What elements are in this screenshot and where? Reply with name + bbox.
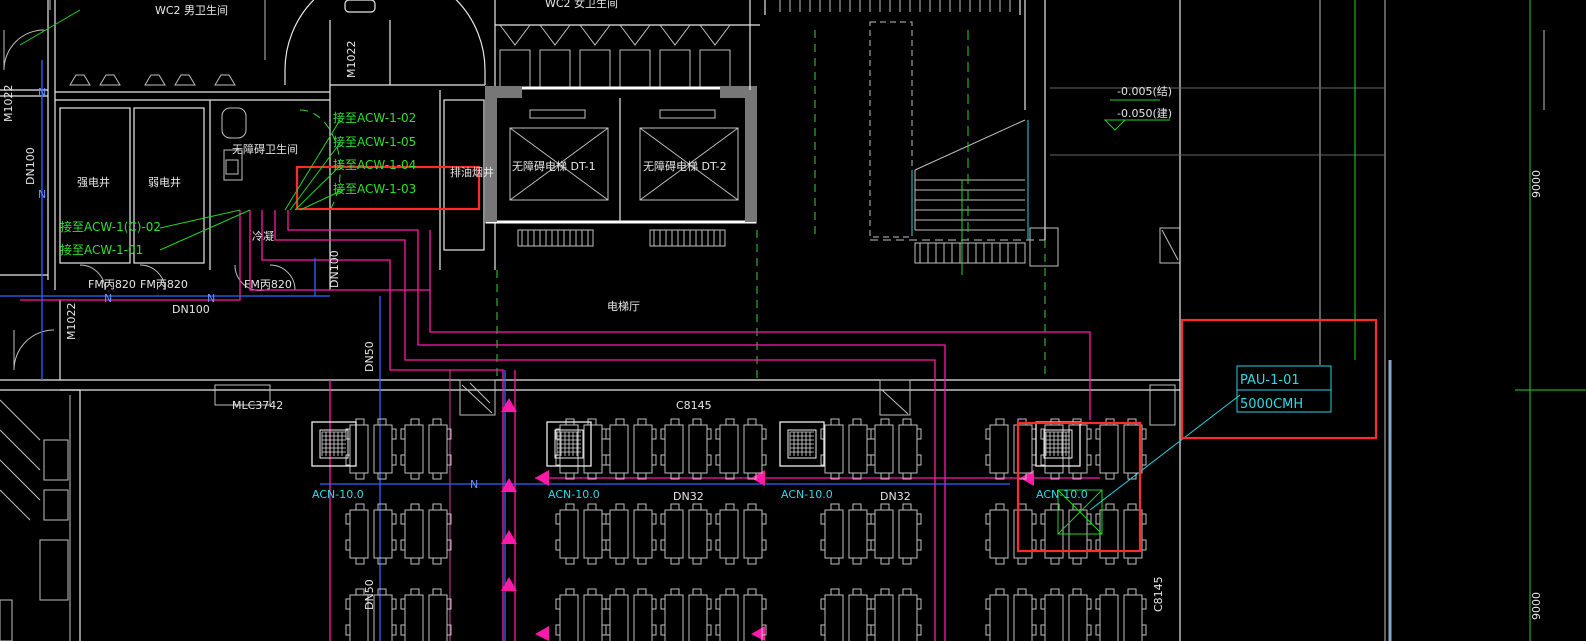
door-m1022-a: M1022 [2, 85, 15, 123]
desk-cluster [555, 588, 607, 641]
door-mlc: MLC3742 [232, 399, 283, 412]
highlight-box-fcu[interactable] [1016, 421, 1142, 553]
desk-cluster [715, 503, 767, 565]
door-fm-1: FM丙820 [88, 278, 136, 291]
room-smoke-shaft: 排油烟井 [450, 165, 494, 179]
pipe-tag-n-2: N [207, 292, 215, 305]
room-code-c8145-b: C8145 [1152, 576, 1165, 612]
dimension-9000-top: 9000 [1530, 170, 1543, 198]
dn32-a: DN32 [673, 490, 704, 503]
desk-cluster [345, 503, 397, 565]
room-code-c8145-a: C8145 [676, 399, 712, 412]
unit-label-4: ACN-10.0 [1036, 488, 1088, 501]
pau-tag-box [1236, 365, 1332, 413]
desk-cluster [715, 418, 767, 480]
pipe-label-acw-1-02: 接至ACW-1-02 [333, 110, 416, 125]
door-fm-2: FM丙820 [140, 278, 188, 291]
room-elevator-hall: 电梯厅 [607, 300, 640, 313]
desk-cluster [985, 588, 1037, 641]
elevator-core [284, 0, 760, 270]
desk-cluster [660, 588, 712, 641]
level-architectural: -0.050(建) [1117, 106, 1172, 120]
pipe-label-acw-1-05: 接至ACW-1-05 [333, 134, 416, 149]
room-wc2-men: WC2 男卫生间 [155, 3, 228, 17]
pipe-label-acw-1c-02: 接至ACW-1(C)-02 [60, 219, 161, 234]
desk-clusters [345, 418, 1147, 641]
room-strong-shaft: 强电井 [77, 175, 110, 189]
desk-cluster [555, 418, 607, 480]
stair-block [764, 0, 1181, 275]
desk-cluster [660, 503, 712, 565]
leader-lines [19, 9, 346, 251]
dn50-b: DN50 [363, 579, 376, 610]
highlight-box-pau[interactable] [1180, 318, 1378, 440]
pipe-tag-n-1: N [104, 292, 112, 305]
unit-label-3: ACN-10.0 [781, 488, 833, 501]
condensate-pipes [0, 60, 1010, 641]
dn100-vertical: DN100 [24, 147, 37, 185]
desk-cluster [1095, 588, 1147, 641]
desk-cluster [400, 588, 452, 641]
desk-cluster [820, 588, 872, 641]
door-fm-3: FM丙820 [244, 278, 292, 291]
pipe-label-acw-1-03: 接至ACW-1-03 [333, 181, 416, 196]
dn100-riser: DN100 [328, 250, 341, 288]
toilet-block [49, 0, 341, 291]
level-markers [1103, 99, 1170, 131]
pipe-tag-n-3: N [38, 188, 46, 201]
pipe-tag-n-5: N [38, 86, 46, 99]
desk-cluster [400, 418, 452, 480]
pipe-label-acw-1-04: 接至ACW-1-04 [333, 157, 416, 172]
level-structural: -0.005(结) [1117, 85, 1172, 98]
elevator-dt1: 无障碍电梯 DT-1 [512, 159, 596, 173]
desk-cluster [605, 503, 657, 565]
desk-cluster [605, 418, 657, 480]
desk-cluster [870, 418, 922, 480]
pau-flow: 5000CMH [1240, 397, 1303, 412]
cassette-unit [779, 421, 825, 467]
desk-cluster [660, 418, 712, 480]
door-m1022-b: M1022 [65, 303, 78, 341]
cassette-unit [546, 421, 592, 467]
desk-cluster [870, 588, 922, 641]
desk-cluster [820, 418, 872, 480]
pau-name: PAU-1-01 [1240, 373, 1300, 388]
dn50-a: DN50 [363, 341, 376, 372]
unit-label-2: ACN-10.0 [548, 488, 600, 501]
room-weak-shaft: 弱电井 [148, 175, 181, 189]
corridor-wall [60, 379, 1180, 426]
text-layer: WC2 男卫生间 WC2 女卫生间 无障碍卫生间 强电井 弱电井 排油烟井 无障… [2, 0, 1543, 620]
desk-cluster [400, 503, 452, 565]
desk-cluster [1040, 588, 1092, 641]
unit-label-1: ACN-10.0 [312, 488, 364, 501]
pipe-label-acw-1-01: 接至ACW-1-01 [60, 242, 143, 257]
room-wc2-women: WC2 女卫生间 [545, 0, 618, 10]
highlight-box-acw[interactable] [295, 165, 481, 211]
elevator-dt2: 无障碍电梯 DT-2 [643, 159, 727, 173]
pipe-tag-n-4: N [470, 478, 478, 491]
chilled-water-pipes [20, 210, 1100, 641]
room-accessible-wc: 无障碍卫生间 [232, 142, 298, 156]
toilet-fixtures [69, 74, 236, 86]
right-side [1050, 0, 1586, 641]
desk-cluster [820, 503, 872, 565]
desk-cluster [345, 418, 397, 480]
label-cold-water: 冷凝 [252, 229, 274, 243]
left-walls [0, 0, 81, 641]
dn32-b: DN32 [880, 490, 911, 503]
desk-cluster [715, 588, 767, 641]
pau-unit [1057, 394, 1241, 535]
axis-lines [496, 30, 1046, 380]
cassette-unit [311, 421, 357, 467]
dn100-horizontal: DN100 [172, 303, 210, 316]
desk-cluster [870, 503, 922, 565]
door-m1022-c: M1022 [345, 41, 358, 79]
desk-cluster [605, 588, 657, 641]
dimension-9000-bottom: 9000 [1530, 592, 1543, 620]
desk-cluster [345, 588, 397, 641]
